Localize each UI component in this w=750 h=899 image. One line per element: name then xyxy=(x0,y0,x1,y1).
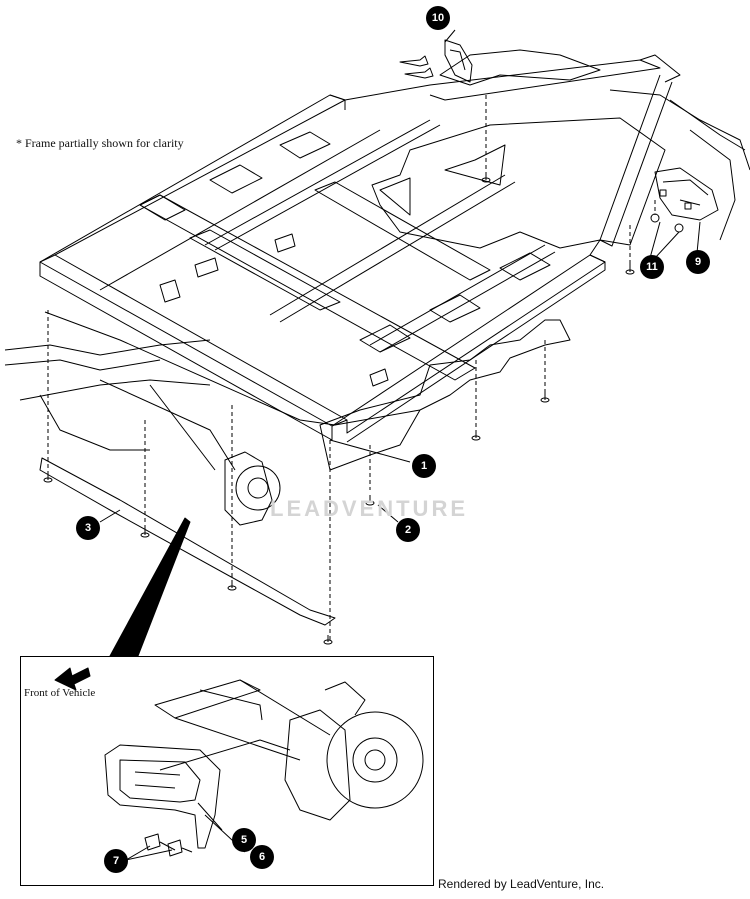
watermark-text: LEADVENTURE xyxy=(270,496,469,521)
callout-5: 5 xyxy=(232,828,256,852)
callout-3: 3 xyxy=(76,516,100,540)
front-of-vehicle-label: Front of Vehicle xyxy=(24,687,96,699)
callout-2: 2 xyxy=(396,518,420,542)
callout-7: 7 xyxy=(104,849,128,873)
callout-9: 9 xyxy=(686,250,710,274)
inset-pointer xyxy=(109,517,191,657)
fasteners xyxy=(47,95,656,640)
skid-guard-rear-right xyxy=(654,167,719,221)
detail-inset: Front of Vehicle xyxy=(20,656,434,886)
bolts xyxy=(43,55,684,645)
callout-11: 11 xyxy=(640,255,664,279)
bracket-rear xyxy=(444,39,473,83)
inset-drawing xyxy=(54,667,424,857)
callout-1: 1 xyxy=(412,454,436,478)
vehicle-frame xyxy=(4,49,750,626)
frame-note: * Frame partially shown for clarity xyxy=(16,136,184,150)
callout-10: 10 xyxy=(426,6,450,30)
render-credit: Rendered by LeadVenture, Inc. xyxy=(438,877,605,891)
callout-6: 6 xyxy=(250,845,274,869)
